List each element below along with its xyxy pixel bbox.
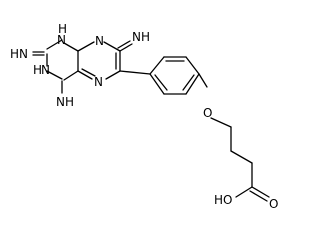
bond	[103, 41, 121, 52]
structure-diagram: HN N H N H NH N NH N O O HO	[10, 22, 278, 211]
bond	[63, 42, 79, 52]
bond	[185, 56, 200, 75]
bond	[77, 41, 95, 52]
bond	[119, 70, 151, 75]
atom-label-amine-1: HN	[10, 47, 28, 61]
bond	[81, 68, 96, 77]
atom-labels: HN N H N H NH N NH N O O HO	[10, 22, 278, 211]
atom-label-hydroxyl: HO	[214, 193, 232, 207]
bond	[46, 39, 63, 50]
atom-label-carbonyl-oxygen: O	[269, 197, 278, 211]
bond-lines	[32, 39, 270, 202]
bond	[230, 150, 253, 164]
bond	[182, 74, 195, 91]
bond	[63, 70, 79, 81]
molecule-drawing: HN N H N H NH N NH N O O HO	[10, 22, 278, 211]
atom-label-imine-7: NH	[132, 30, 150, 44]
bond	[149, 73, 165, 95]
atom-label-hydrogen: H	[33, 63, 42, 77]
atom-label-hydrogen: H	[58, 22, 67, 36]
bond	[117, 40, 131, 49]
atom-label-ring-nitrogen: N	[57, 33, 66, 47]
bond	[105, 70, 121, 80]
bond	[119, 43, 133, 52]
atom-label-ring-nitrogen: N	[41, 63, 50, 77]
bond	[249, 190, 268, 202]
bond	[198, 73, 208, 88]
bond	[149, 56, 165, 75]
atom-label-ether-oxygen: O	[203, 106, 212, 120]
bond	[154, 74, 168, 91]
atom-label-ring-nitrogen-5: N	[94, 75, 103, 89]
bond	[251, 186, 270, 198]
bond	[77, 70, 93, 80]
bond	[210, 117, 232, 128]
bond	[185, 73, 200, 95]
atom-label-amine-4: NH	[56, 95, 74, 109]
bond	[46, 70, 63, 80]
atom-label-ring-nitrogen-8: N	[95, 34, 104, 48]
bond	[235, 186, 253, 198]
